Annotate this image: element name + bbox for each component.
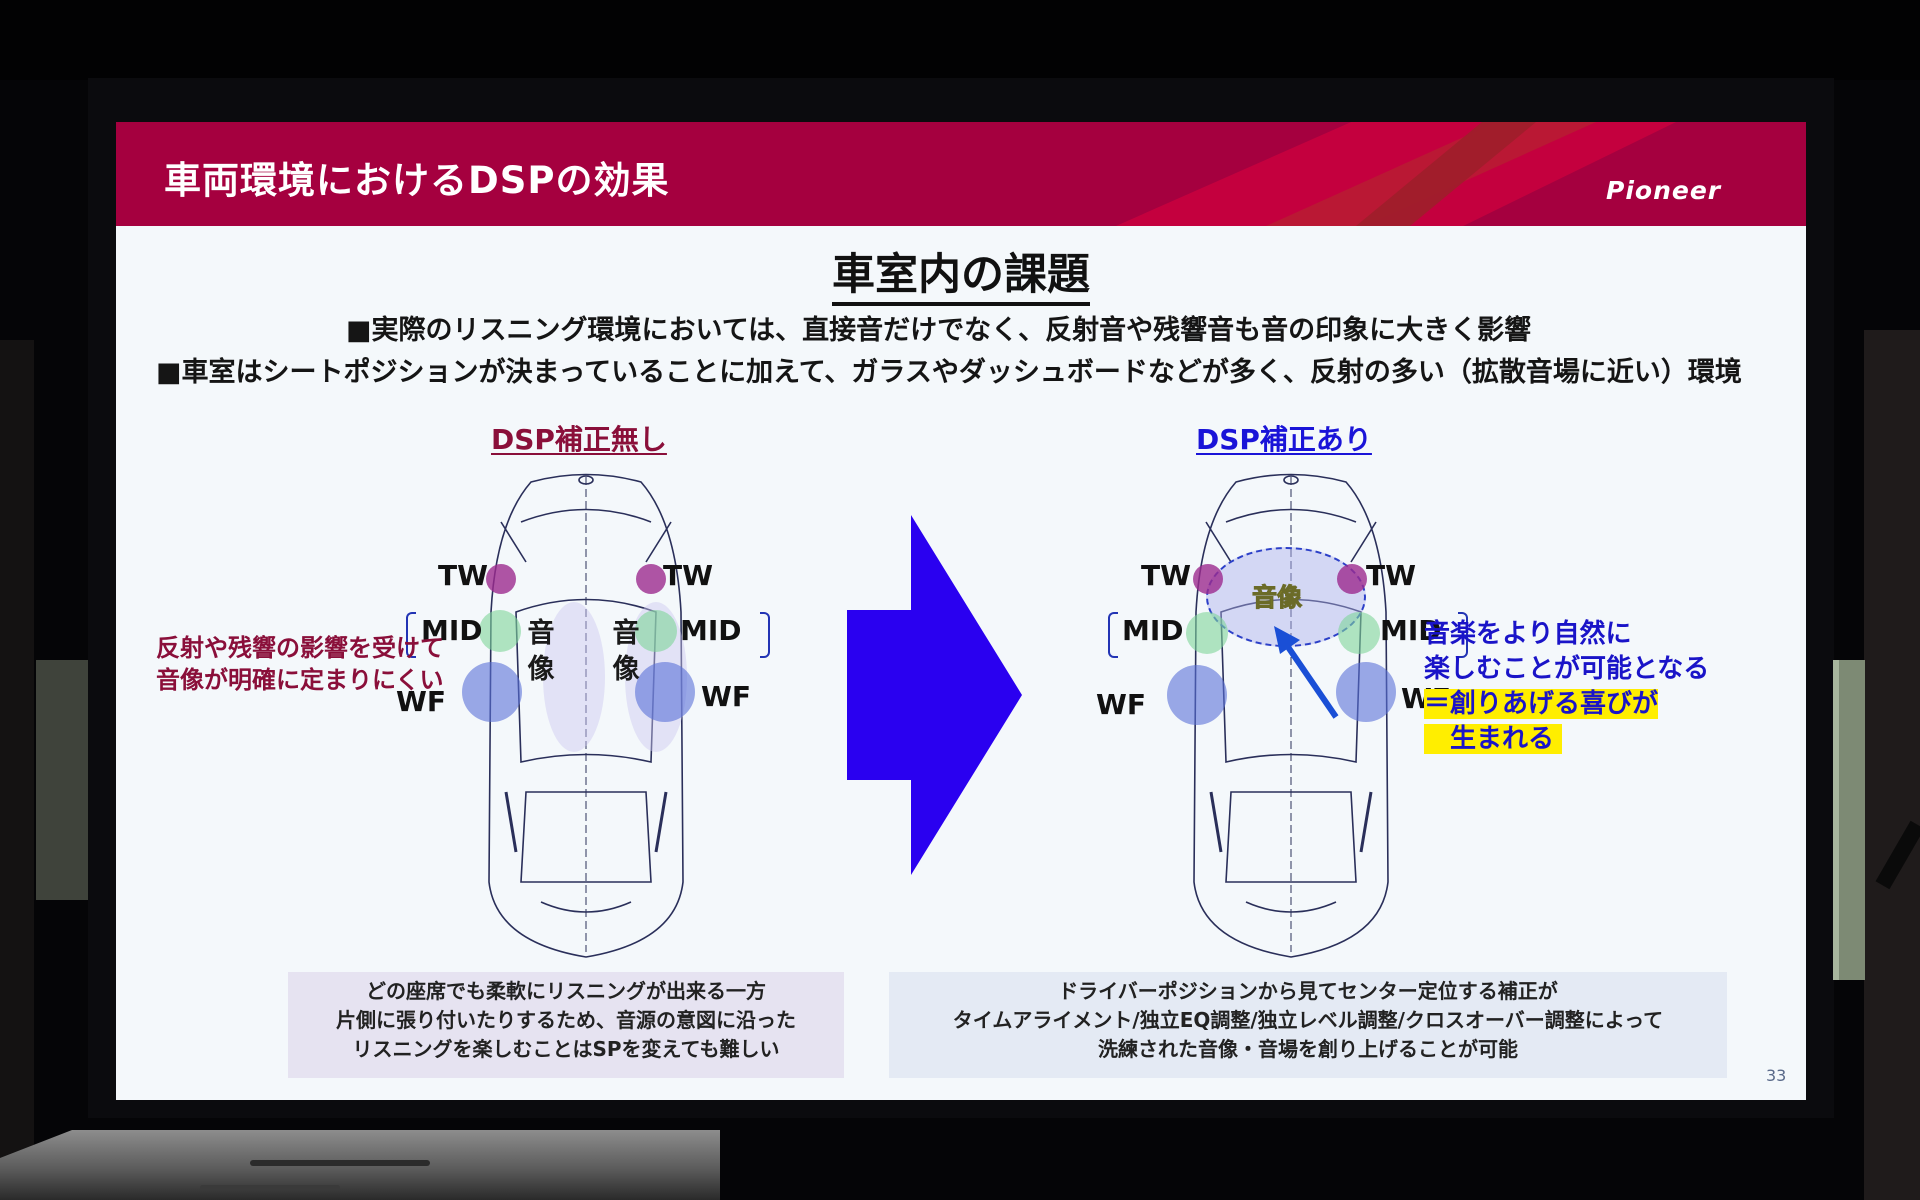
right-summary-line3: 洗練された音像・音場を創り上げることが可能 <box>1098 1037 1518 1061</box>
section-title-text: 車室内の課題 <box>832 250 1090 306</box>
room-ceiling <box>0 0 1920 80</box>
left-wall-panel <box>36 660 88 900</box>
left-summary-box: どの座席でも柔軟にリスニングが出来る一方 片側に張り付いたりするため、音源の意図… <box>288 972 844 1078</box>
bracket-right <box>1458 612 1468 658</box>
midrange-right-icon <box>1338 612 1380 654</box>
left-summary-line1: どの座席でも柔軟にリスニングが出来る一方 <box>366 979 766 1003</box>
presentation-slide: 車両環境におけるDSPの効果 Pioneer 車室内の課題 ■実際のリスニング環… <box>116 122 1806 1100</box>
section-title: 車室内の課題 <box>116 240 1806 306</box>
bullet-2: ■車室はシートポジションが決まっていることに加えて、ガラスやダッシュボードなどが… <box>156 357 1742 388</box>
left-note-line2: 音像が明確に定まりにくい <box>156 666 444 694</box>
woofer-right-icon <box>635 662 695 722</box>
right-note: 音楽をより自然に 楽しむことが可能となる ＝創りあげる喜びが 生まれる <box>1424 617 1709 757</box>
sound-image-left-char1: 音 <box>527 618 555 649</box>
bracket-right <box>760 612 770 658</box>
sound-image-left-blob <box>543 602 605 752</box>
car-top-view-icon <box>488 473 684 958</box>
midrange-left-icon <box>479 610 521 652</box>
page-number: 33 <box>1766 1066 1787 1085</box>
woofer-right-icon <box>1336 662 1396 722</box>
wf-left-label: WF <box>1096 688 1147 721</box>
mid-right-label: MID <box>1380 614 1442 647</box>
mid-left-label: MID <box>1122 614 1184 647</box>
projector-label <box>250 1160 430 1166</box>
right-summary-line2: タイムアライメント/独立EQ調整/独立レベル調整/クロスオーバー調整によって <box>952 1008 1664 1032</box>
tw-right-label: TW <box>1366 559 1416 592</box>
pioneer-logo: Pioneer <box>1606 176 1722 205</box>
tw-right-label: TW <box>663 559 713 592</box>
right-note-highlight-line3: ＝創りあげる喜びが <box>1424 689 1659 719</box>
mid-left-label: MID <box>421 614 483 647</box>
bracket-left <box>1108 612 1118 658</box>
tweeter-left-icon <box>486 564 516 594</box>
right-subtitle: DSP補正あり <box>1196 423 1372 456</box>
right-note-line1: 音楽をより自然に <box>1424 619 1632 649</box>
right-summary-line1: ドライバーポジションから見てセンター定位する補正が <box>1058 979 1558 1003</box>
right-note-line2: 楽しむことが可能となる <box>1424 654 1710 684</box>
left-wall <box>0 340 34 1200</box>
sound-image-right-char1: 音 <box>612 618 640 649</box>
tw-left-label: TW <box>438 559 488 592</box>
right-note-highlight-line4: 生まれる <box>1424 724 1563 754</box>
tweeter-right-icon <box>1337 564 1367 594</box>
woofer-left-icon <box>1167 665 1227 725</box>
wf-right-label: WF <box>701 680 752 713</box>
mid-right-label: MID <box>680 614 742 647</box>
sound-image-left-char2: 像 <box>527 654 555 685</box>
tweeter-right-icon <box>636 564 666 594</box>
bullet-1: ■実際のリスニング環境においては、直接音だけでなく、反射音や残響音も音の印象に大… <box>346 315 1532 346</box>
tweeter-left-icon <box>1193 564 1223 594</box>
woofer-left-icon <box>462 662 522 722</box>
left-note: 反射や残響の影響を受けて 音像が明確に定まりにくい <box>156 632 444 696</box>
right-summary-box: ドライバーポジションから見てセンター定位する補正が タイムアライメント/独立EQ… <box>889 972 1727 1078</box>
left-summary-line3: リスニングを楽しむことはSPを変えても難しい <box>352 1037 780 1061</box>
left-summary-line2: 片側に張り付いたりするため、音源の意図に沿った <box>336 1008 796 1032</box>
focus-arrow-icon <box>1274 626 1339 719</box>
bracket-left <box>406 612 416 658</box>
left-subtitle: DSP補正無し <box>491 423 667 456</box>
slide-header: 車両環境におけるDSPの効果 Pioneer <box>116 122 1806 226</box>
sound-image-center-label: 音像 <box>1251 583 1303 613</box>
projector-label <box>200 1185 340 1190</box>
transition-arrow-icon <box>847 515 1022 875</box>
tw-left-label: TW <box>1141 559 1191 592</box>
sound-image-right-char2: 像 <box>612 654 640 685</box>
right-wall-panel <box>1833 660 1865 980</box>
midrange-left-icon <box>1186 612 1228 654</box>
midrange-right-icon <box>635 610 677 652</box>
wf-left-label: WF <box>396 685 447 718</box>
slide-title: 車両環境におけるDSPの効果 <box>164 159 670 202</box>
left-note-line1: 反射や残響の影響を受けて <box>156 634 444 662</box>
right-wall <box>1864 330 1920 1200</box>
